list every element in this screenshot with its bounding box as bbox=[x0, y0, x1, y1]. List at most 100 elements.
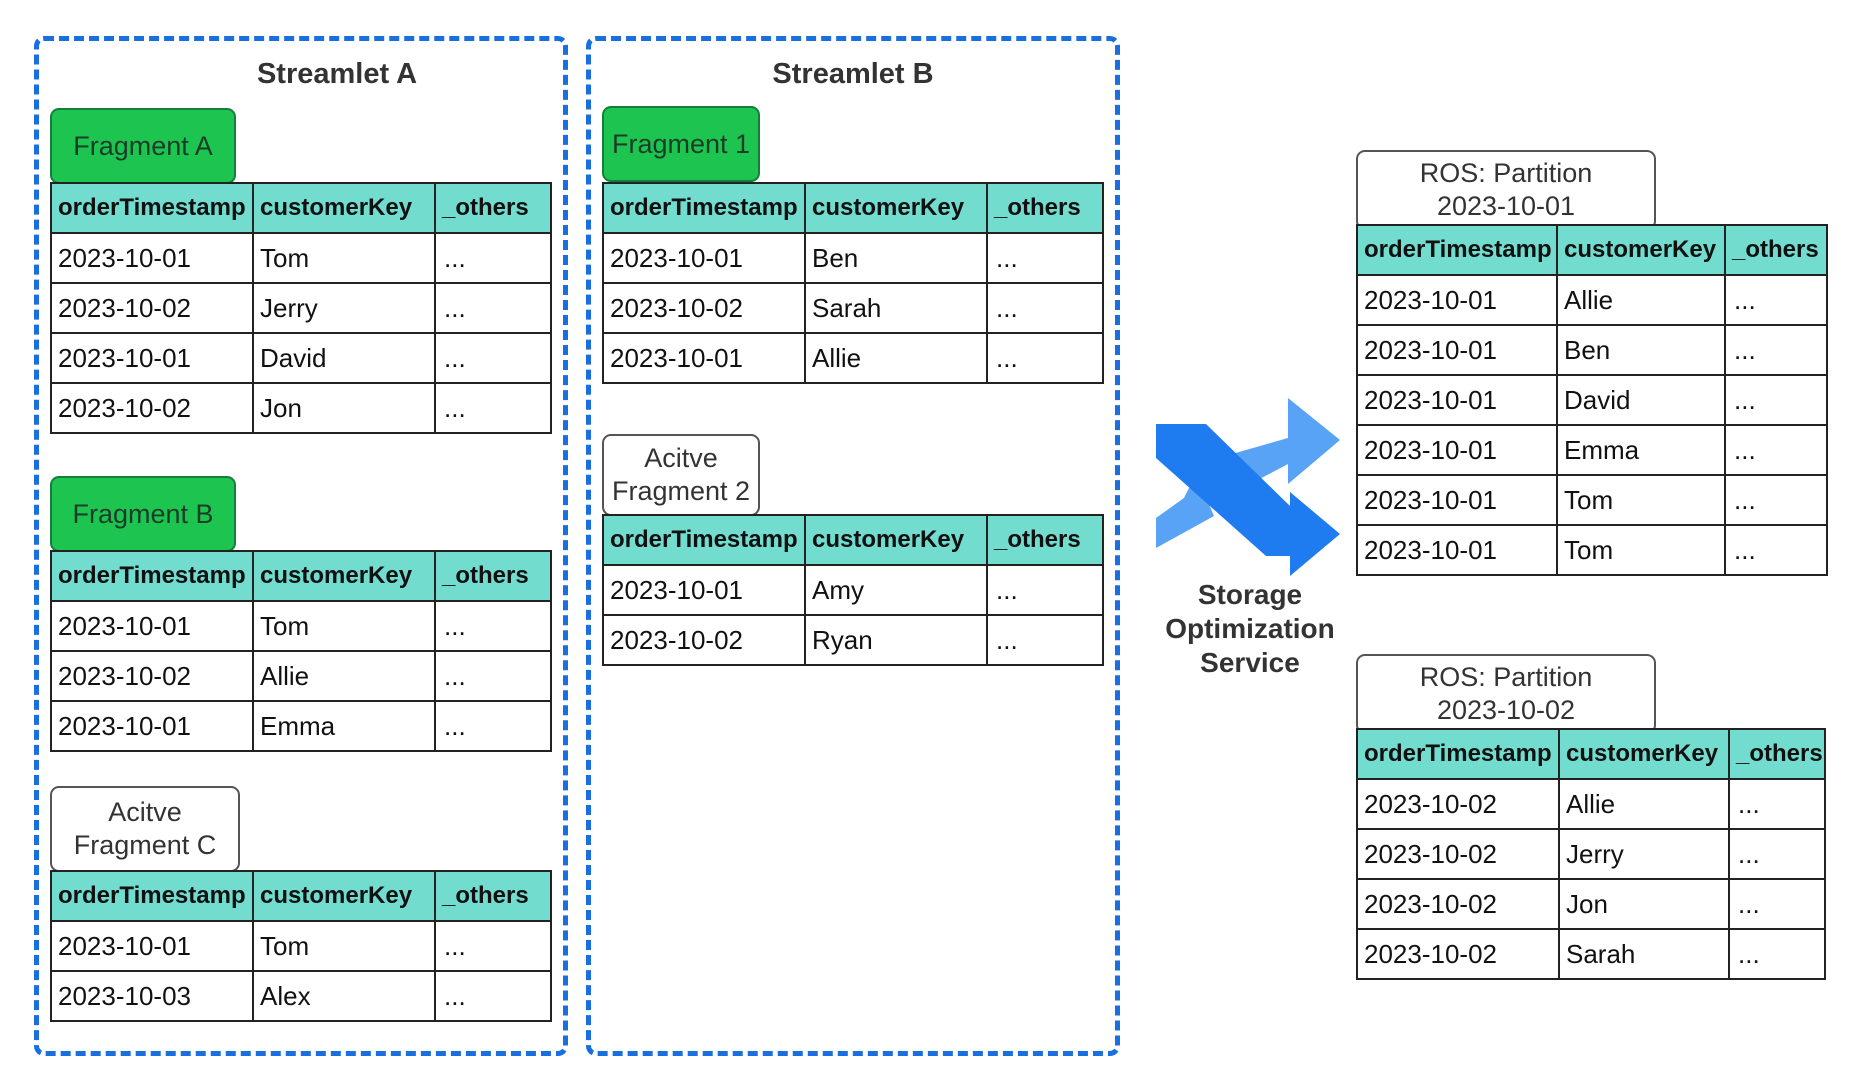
column-header: customerKey bbox=[1558, 728, 1730, 780]
column-header: _others bbox=[1728, 728, 1826, 780]
others-cell: ... bbox=[986, 614, 1104, 666]
others-cell: ... bbox=[1728, 878, 1826, 930]
active-fragment-c-line1: Acitve bbox=[108, 797, 182, 827]
others-cell: ... bbox=[434, 282, 552, 334]
timestamp-cell: 2023-10-01 bbox=[50, 600, 254, 652]
ros-partition-2-label: ROS: Partition 2023-10-02 bbox=[1356, 654, 1656, 734]
timestamp-cell: 2023-10-01 bbox=[1356, 324, 1558, 376]
column-header: customerKey bbox=[1556, 224, 1726, 276]
column-header: _others bbox=[434, 550, 552, 602]
ros-partition-1-line1: ROS: Partition bbox=[1419, 158, 1593, 188]
column-header: orderTimestamp bbox=[1356, 728, 1560, 780]
customer-key-cell: Alex bbox=[252, 970, 436, 1022]
shuffle-icon bbox=[1156, 398, 1340, 576]
timestamp-cell: 2023-10-02 bbox=[50, 650, 254, 702]
timestamp-cell: 2023-10-01 bbox=[1356, 374, 1558, 426]
customer-key-cell: Ryan bbox=[804, 614, 988, 666]
active-fragment-2-line1: Acitve bbox=[644, 443, 718, 473]
ros-partition-1-label: ROS: Partition 2023-10-01 bbox=[1356, 150, 1656, 230]
others-cell: ... bbox=[434, 382, 552, 434]
timestamp-cell: 2023-10-01 bbox=[50, 332, 254, 384]
customer-key-cell: David bbox=[252, 332, 436, 384]
customer-key-cell: Emma bbox=[252, 700, 436, 752]
timestamp-cell: 2023-10-02 bbox=[602, 282, 806, 334]
column-header: customerKey bbox=[804, 514, 988, 566]
others-cell: ... bbox=[1728, 778, 1826, 830]
customer-key-cell: Allie bbox=[252, 650, 436, 702]
active-fragment-2-label: Acitve Fragment 2 bbox=[602, 434, 760, 516]
fragment-b-label-text: Fragment B bbox=[72, 498, 214, 529]
streamlet-b-title: Streamlet B bbox=[772, 58, 934, 90]
timestamp-cell: 2023-10-01 bbox=[602, 232, 806, 284]
streamlet-a-title: Streamlet A bbox=[256, 58, 418, 90]
others-cell: ... bbox=[1724, 374, 1828, 426]
column-header: customerKey bbox=[252, 550, 436, 602]
fragment-1-label: Fragment 1 bbox=[602, 106, 760, 182]
customer-key-cell: Tom bbox=[1556, 474, 1726, 526]
customer-key-cell: Tom bbox=[252, 232, 436, 284]
customer-key-cell: Allie bbox=[1558, 778, 1730, 830]
column-header: orderTimestamp bbox=[50, 550, 254, 602]
customer-key-cell: Emma bbox=[1556, 424, 1726, 476]
customer-key-cell: Jerry bbox=[252, 282, 436, 334]
timestamp-cell: 2023-10-02 bbox=[602, 614, 806, 666]
ros-partition-2-line1: ROS: Partition bbox=[1419, 662, 1593, 692]
customer-key-cell: David bbox=[1556, 374, 1726, 426]
active-fragment-c-label: Acitve Fragment C bbox=[50, 786, 240, 872]
column-header: _others bbox=[986, 182, 1104, 234]
shuffle-arrow-up-light bbox=[1232, 398, 1340, 484]
customer-key-cell: Amy bbox=[804, 564, 988, 616]
column-header: orderTimestamp bbox=[50, 182, 254, 234]
others-cell: ... bbox=[434, 970, 552, 1022]
others-cell: ... bbox=[986, 232, 1104, 284]
others-cell: ... bbox=[434, 332, 552, 384]
shuffle-arrow-down-dark bbox=[1156, 424, 1340, 576]
others-cell: ... bbox=[434, 700, 552, 752]
timestamp-cell: 2023-10-01 bbox=[1356, 424, 1558, 476]
active-fragment-2-line2: Fragment 2 bbox=[611, 476, 751, 506]
fragment-a-label: Fragment A bbox=[50, 108, 236, 184]
customer-key-cell: Tom bbox=[1556, 524, 1726, 576]
column-header: _others bbox=[1724, 224, 1828, 276]
streamlet-b-box bbox=[586, 36, 1120, 1056]
others-cell: ... bbox=[986, 282, 1104, 334]
others-cell: ... bbox=[986, 332, 1104, 384]
customer-key-cell: Allie bbox=[804, 332, 988, 384]
column-header: _others bbox=[434, 870, 552, 922]
customer-key-cell: Ben bbox=[1556, 324, 1726, 376]
column-header: customerKey bbox=[252, 182, 436, 234]
timestamp-cell: 2023-10-02 bbox=[50, 282, 254, 334]
column-header: customerKey bbox=[804, 182, 988, 234]
ros-partition-2-line2: 2023-10-02 bbox=[1436, 695, 1576, 725]
others-cell: ... bbox=[1724, 424, 1828, 476]
others-cell: ... bbox=[1728, 828, 1826, 880]
others-cell: ... bbox=[986, 564, 1104, 616]
column-header: orderTimestamp bbox=[50, 870, 254, 922]
timestamp-cell: 2023-10-01 bbox=[602, 564, 806, 616]
timestamp-cell: 2023-10-01 bbox=[602, 332, 806, 384]
